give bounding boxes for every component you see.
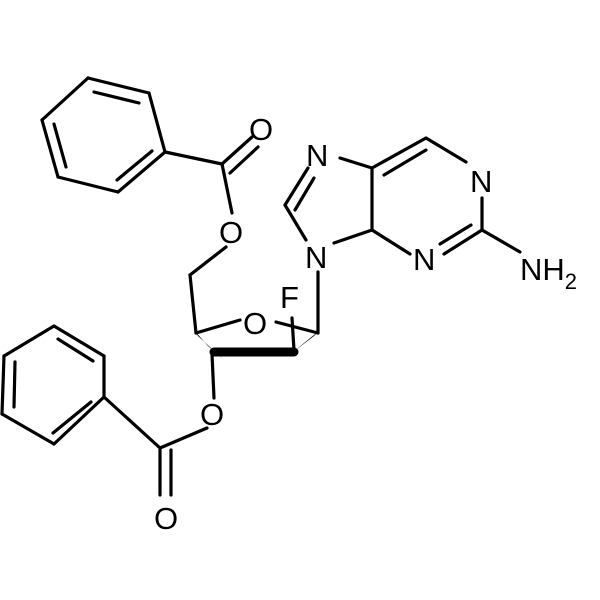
bond-n3-c4: [370, 228, 412, 256]
bond-c6-n1: [424, 136, 468, 164]
atom-o-ring: O: [243, 306, 267, 341]
atom-amino: NH2: [520, 252, 577, 294]
bond-n9-c4: [332, 228, 374, 245]
bond-c3-to-ester-o-bottom: [210, 352, 216, 400]
top-benzene-ring: [40, 76, 167, 194]
amino-subscript: 2: [565, 269, 577, 294]
bond-c4-to-ring-o: [194, 318, 242, 335]
bond-ring-to-carbonyl-top: [163, 150, 224, 166]
bond-carbonyl-to-ester-o-top: [220, 162, 234, 215]
bond-c2-to-f: [290, 316, 296, 352]
bond-co-double-top-b: [228, 145, 260, 175]
atom-n9: N: [305, 240, 327, 275]
bond-ch2-to-c4: [188, 273, 198, 335]
atom-n3: N: [413, 242, 435, 277]
bond-ring-o-to-c1: [274, 320, 320, 335]
bond-c8-n7-a: [283, 166, 310, 207]
atom-n7: N: [306, 138, 328, 173]
bond-ester-o-to-ch2: [188, 245, 228, 277]
atom-o-carbonyl-top: O: [249, 112, 273, 147]
bond-c8-n7-b: [293, 176, 316, 212]
atom-o-ester-bottom: O: [200, 397, 224, 432]
bond-co-double-top-a: [220, 135, 254, 166]
bottom-benzene-ring: [0, 324, 106, 446]
atom-o-ester-top: O: [219, 215, 243, 250]
bond-c2-to-nh2: [480, 228, 522, 254]
atom-n1: N: [470, 164, 492, 199]
bond-c5-c6-b: [382, 148, 428, 177]
bond-n9-c8: [283, 203, 308, 242]
bond-c2-n3-a: [442, 228, 484, 256]
amino-nh-text: NH: [520, 252, 565, 287]
atom-o-carbonyl-bottom: O: [154, 501, 178, 536]
atom-fluorine: F: [280, 280, 299, 315]
bond-ester-o-to-carbonyl-bottom: [158, 426, 209, 450]
bond-n7-c5: [338, 156, 374, 170]
bond-c2-n3-b: [438, 223, 473, 246]
bond-c5-c6-a: [370, 136, 428, 170]
bond-carbonyl-to-ring-bottom: [102, 395, 162, 450]
